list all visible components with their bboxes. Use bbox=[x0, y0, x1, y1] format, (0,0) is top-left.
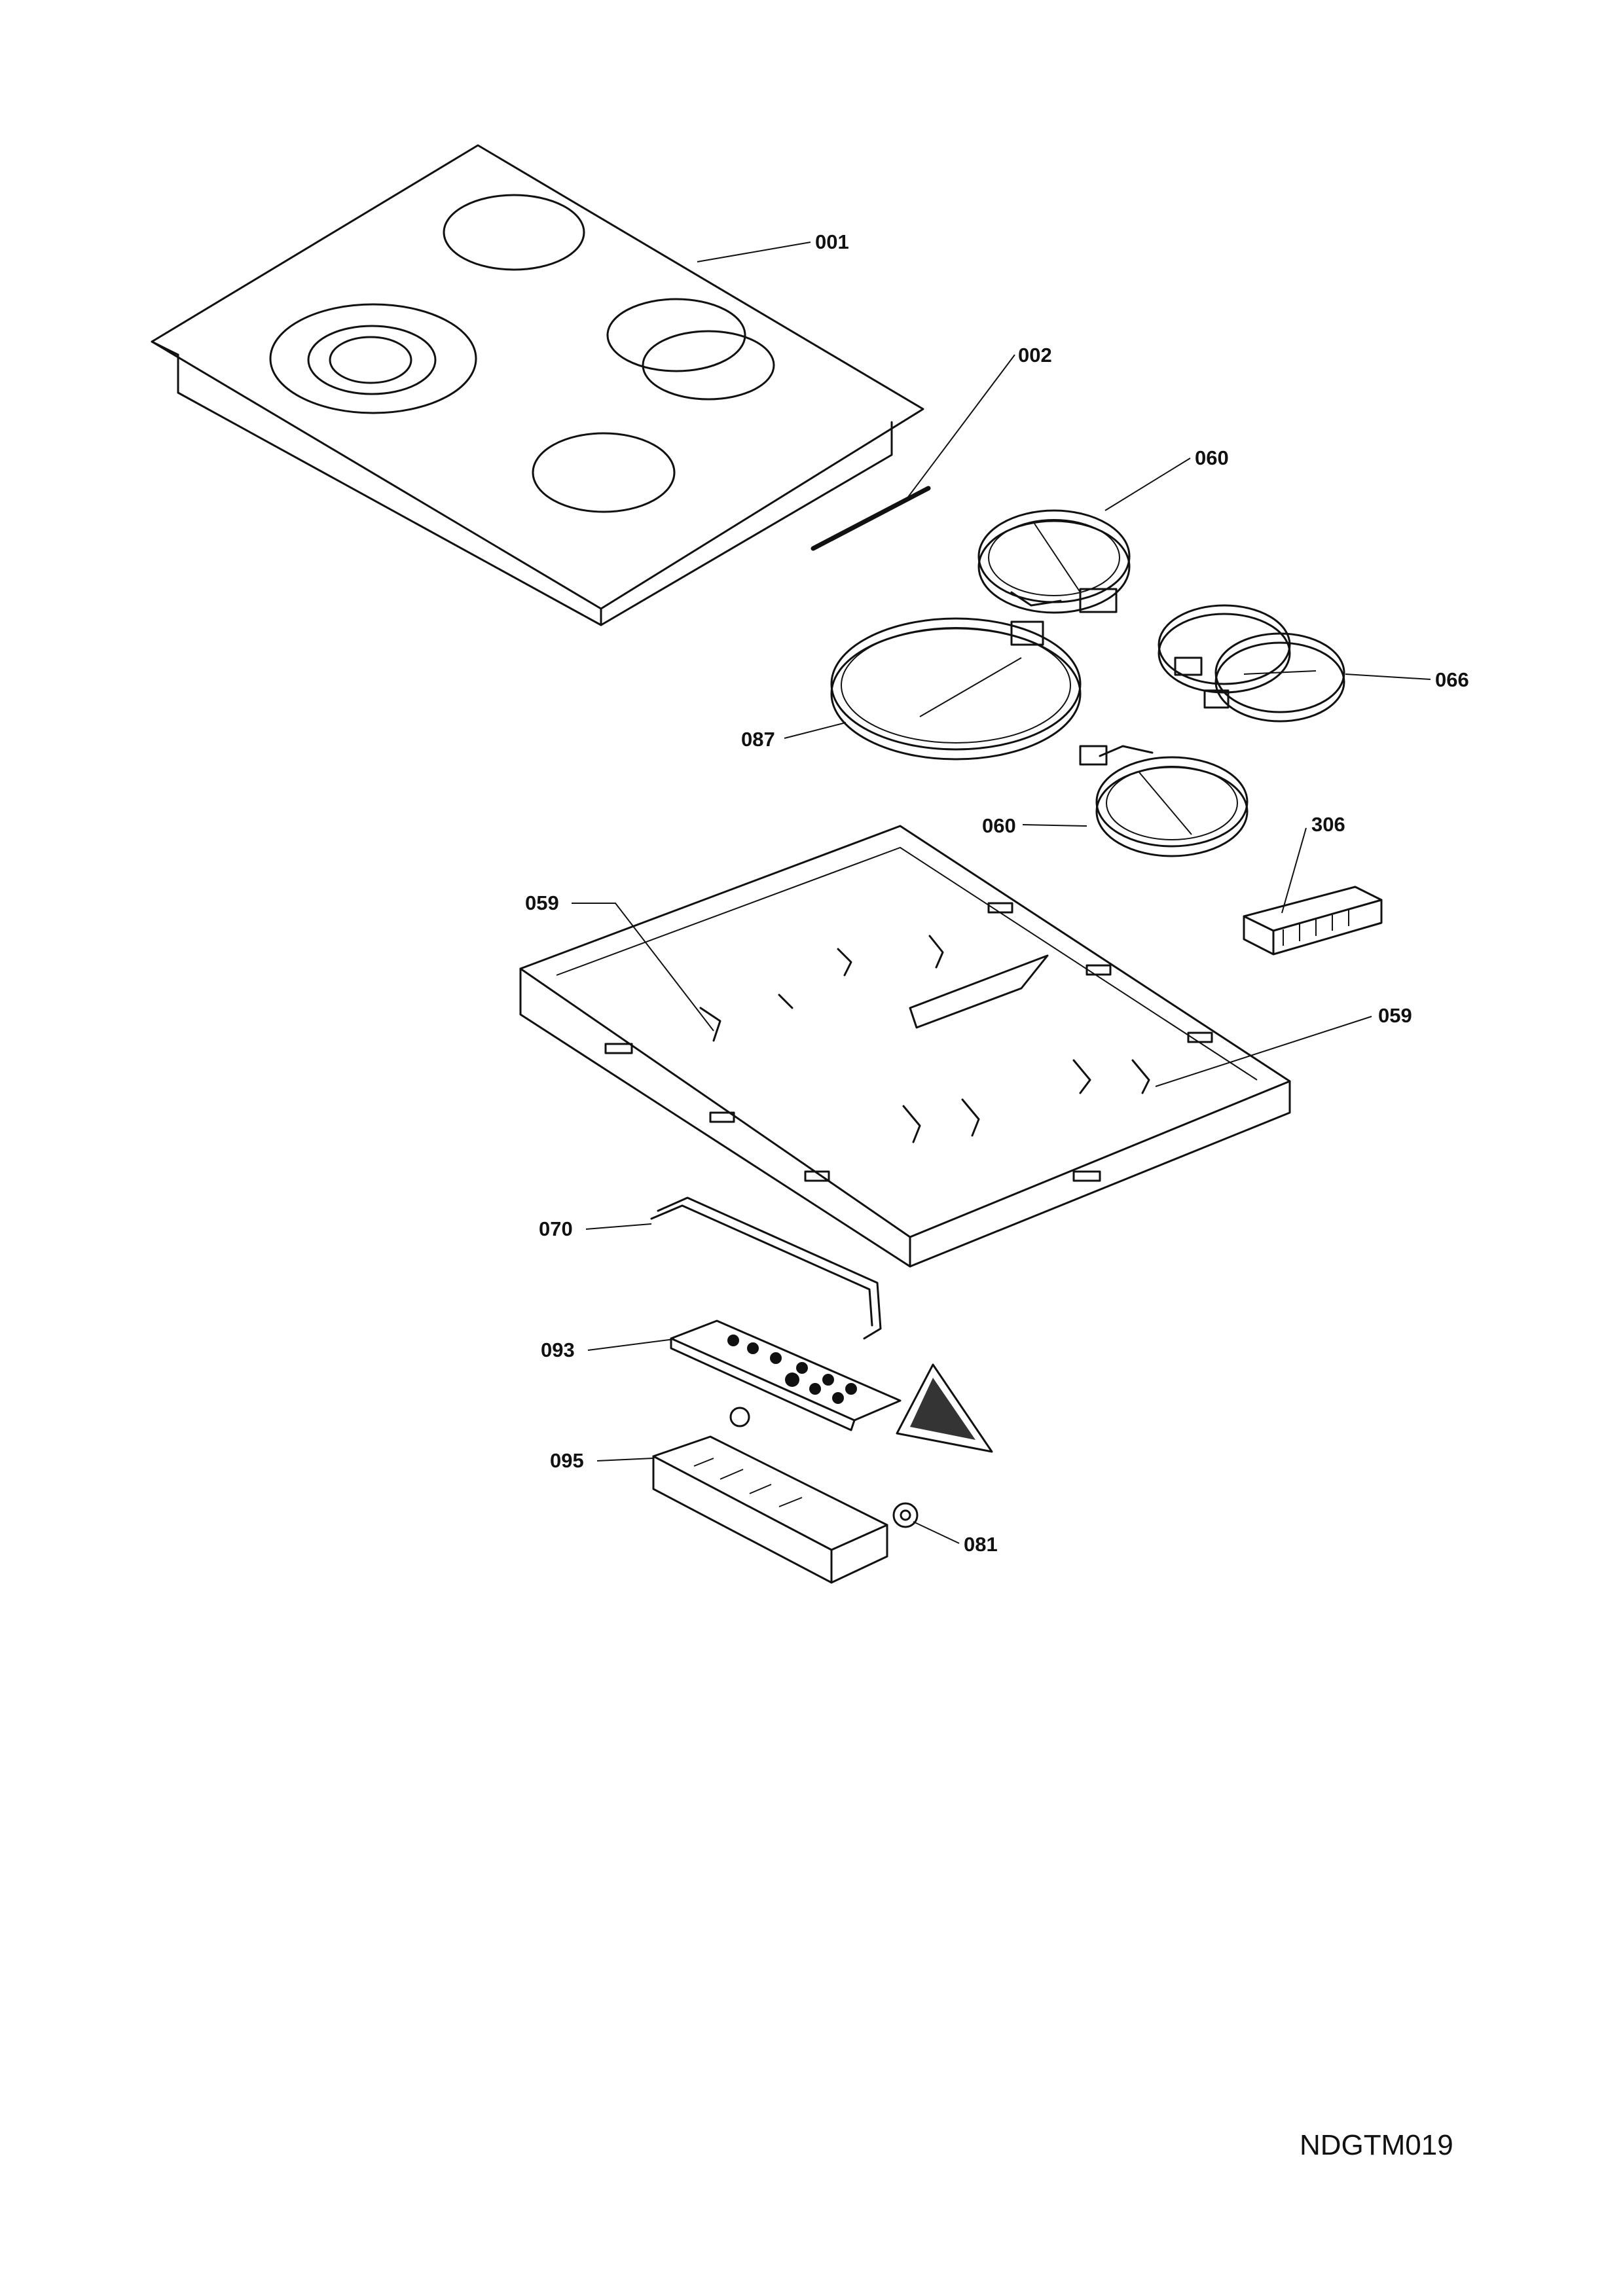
drawing-code: NDGTM019 bbox=[1300, 2129, 1453, 2161]
leader-lines bbox=[572, 242, 1431, 1544]
wiring-harness bbox=[650, 1196, 882, 1340]
callout-060-bottom: 060 bbox=[982, 814, 1016, 837]
terminal-block bbox=[1243, 886, 1383, 956]
radiant-element-bottom bbox=[1079, 745, 1249, 857]
callout-095: 095 bbox=[550, 1449, 584, 1472]
callout-306: 306 bbox=[1311, 813, 1345, 836]
callout-066: 066 bbox=[1435, 668, 1469, 691]
callout-093: 093 bbox=[541, 1338, 575, 1361]
callout-labels: 001 002 060 066 087 060 306 059 059 070 … bbox=[525, 230, 1469, 1556]
control-panel-board bbox=[670, 1319, 902, 1431]
glass-ceramic-top bbox=[151, 144, 924, 626]
callout-060-top: 060 bbox=[1195, 446, 1229, 469]
large-element bbox=[830, 617, 1082, 761]
callout-001: 001 bbox=[815, 230, 849, 253]
callout-002: 002 bbox=[1018, 344, 1052, 367]
callout-087: 087 bbox=[741, 728, 775, 751]
callout-059-right: 059 bbox=[1378, 1004, 1412, 1027]
bottom-tray bbox=[519, 825, 1291, 1268]
callout-070: 070 bbox=[539, 1217, 573, 1240]
callout-059-left: 059 bbox=[525, 891, 559, 914]
radiant-element-top bbox=[977, 509, 1131, 614]
control-housing bbox=[652, 1407, 888, 1584]
grommet bbox=[892, 1502, 919, 1528]
callout-081: 081 bbox=[964, 1533, 998, 1556]
esd-warning-icon bbox=[896, 1363, 993, 1453]
dual-element bbox=[1158, 604, 1345, 723]
seal-strip bbox=[811, 486, 931, 551]
